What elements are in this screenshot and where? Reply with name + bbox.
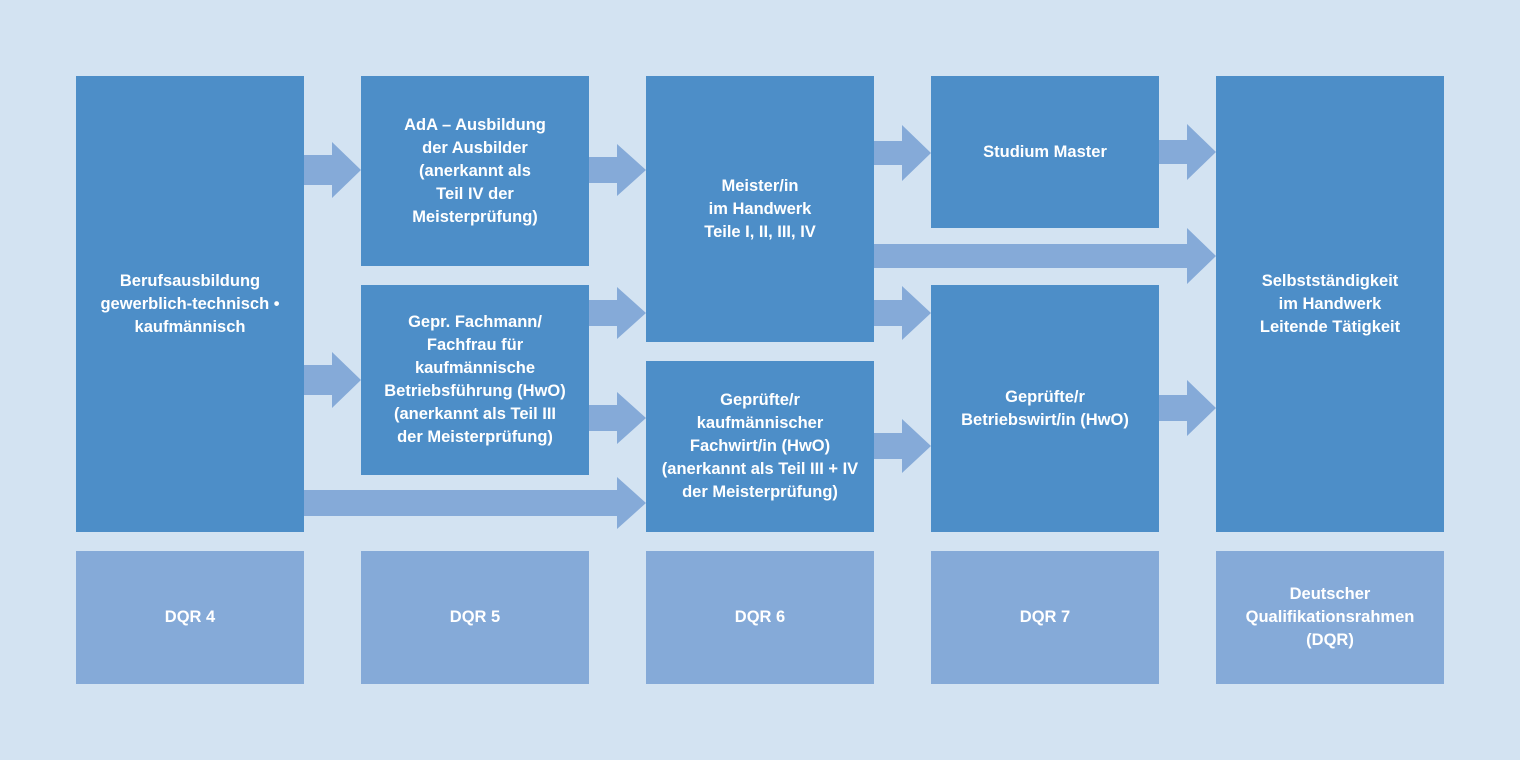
box-gepruefte-fachwirt: Geprüfte/r kaufmännischer Fachwirt/in (H… [646,361,874,532]
arrow-studium-to-selbststaendigkeit [1159,124,1216,180]
box-meister-im-handwerk: Meister/in im Handwerk Teile I, II, III,… [646,76,874,342]
arrow-meister-to-studium [874,125,931,181]
arrow-betriebswirt-to-selbststaendigkeit [1159,380,1216,436]
level-dqr-7: DQR 7 [931,551,1159,684]
level-dqr-6: DQR 6 [646,551,874,684]
arrow-berufsausbildung-to-fachmann [304,352,361,408]
level-dqr-5: DQR 5 [361,551,589,684]
box-gepruefte-betriebswirt: Geprüfte/r Betriebswirt/in (HwO) [931,285,1159,532]
box-gepr-fachmann-fachfrau: Gepr. Fachmann/ Fachfrau für kaufmännisc… [361,285,589,475]
arrow-berufsausbildung-to-ada [304,142,361,198]
arrow-meister-to-selbststaendigkeit [874,228,1216,284]
level-dqr-4: DQR 4 [76,551,304,684]
arrow-berufsausbildung-to-fachwirt [304,477,646,529]
arrow-ada-to-meister [589,144,646,196]
arrow-fachwirt-to-betriebswirt [874,419,931,473]
level-dqr-legend: Deutscher Qualifikationsrahmen (DQR) [1216,551,1444,684]
arrow-meister-to-betriebswirt [874,286,931,340]
box-ada-ausbildung-der-ausbilder: AdA – Ausbildung der Ausbilder (anerkann… [361,76,589,266]
arrow-fachmann-to-meister [589,287,646,339]
box-studium-master: Studium Master [931,76,1159,228]
box-berufsausbildung: Berufsausbildung gewerblich-technisch • … [76,76,304,532]
box-selbststaendigkeit: Selbstständigkeit im Handwerk Leitende T… [1216,76,1444,532]
arrow-fachmann-to-fachwirt [589,392,646,444]
